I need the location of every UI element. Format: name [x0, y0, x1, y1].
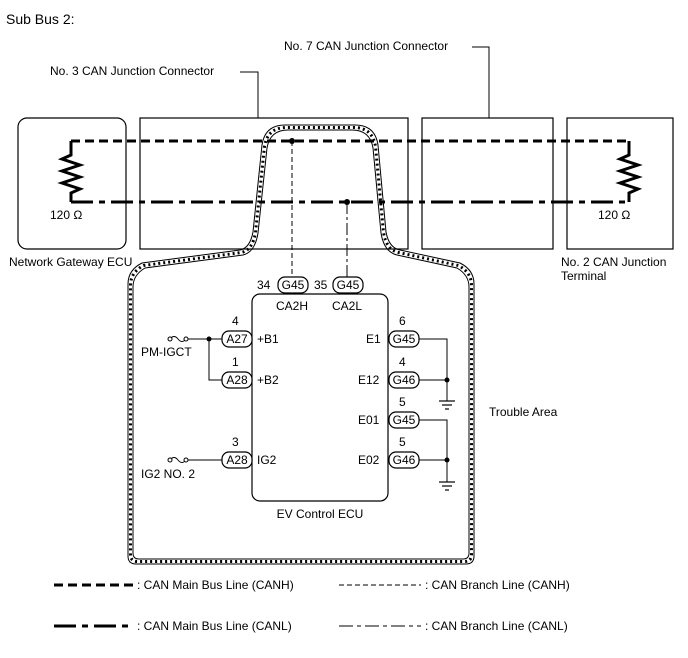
- legend-main-canl-label: : CAN Main Bus Line (CANL): [137, 619, 292, 633]
- pin-b1: A27 4 +B1: [221, 314, 279, 348]
- pin-name: CA2L: [332, 299, 362, 313]
- no2-junction-terminal-box: [566, 117, 674, 250]
- fuse-label-pm-igct: PM-IGCT: [141, 345, 192, 359]
- no2-junction-terminal-label-1: No. 2 CAN Junction: [561, 255, 666, 269]
- pin-connector-code: G45: [393, 413, 416, 427]
- pin-connector-code: G46: [393, 373, 416, 387]
- pin-e1: G45 6 E1: [366, 314, 420, 348]
- no7-leader-line: [472, 46, 490, 118]
- legend-branch-canl-label: : CAN Branch Line (CANL): [425, 619, 568, 633]
- no3-leader-line: [240, 71, 259, 118]
- pin-name: E02: [358, 453, 380, 467]
- pin-number: 34: [257, 278, 271, 292]
- fuse-pm-igct: [167, 336, 189, 342]
- pin-ca2l: G45 35 CA2L: [314, 276, 364, 313]
- pin-name: E1: [366, 332, 381, 346]
- pin-number: 4: [232, 314, 239, 328]
- wire-junction-dot: [206, 336, 212, 342]
- pin-e12: G46 4 E12: [358, 355, 420, 389]
- pin-connector-code: A28: [226, 373, 248, 387]
- ground-icon: [439, 481, 455, 491]
- diagram-title: Sub Bus 2:: [6, 11, 75, 27]
- pin-number: 35: [314, 278, 328, 292]
- pin-number: 5: [399, 395, 406, 409]
- pin-b2: A28 1 +B2: [221, 355, 279, 389]
- pin-connector-code: A28: [226, 453, 248, 467]
- trouble-area-label: Trouble Area: [489, 405, 558, 419]
- pin-connector-code: G45: [393, 332, 416, 346]
- pin-number: 6: [399, 314, 406, 328]
- network-gateway-ecu-label: Network Gateway ECU: [9, 255, 132, 269]
- pin-name: CA2H: [276, 299, 308, 313]
- pin-number: 4: [399, 355, 406, 369]
- ev-control-ecu-box: [251, 293, 389, 502]
- pin-connector-code: G46: [393, 453, 416, 467]
- legend-main-canh-label: : CAN Main Bus Line (CANH): [137, 578, 294, 592]
- pin-ca2h: G45 34 CA2H: [257, 276, 309, 313]
- pin-ig2: A28 3 IG2: [221, 435, 277, 469]
- pin-name: IG2: [257, 453, 277, 467]
- ground-wiring-upper: [419, 338, 450, 401]
- no3-connector-box: [139, 117, 409, 250]
- fuse-label-ig2-no2: IG2 NO. 2: [141, 467, 195, 481]
- ground-wiring-lower: [419, 419, 450, 482]
- pin-e02: G46 5 E02: [358, 435, 420, 469]
- fuse-ig2-no2: [167, 457, 189, 463]
- terminating-resistor-right: [615, 141, 643, 202]
- legend-branch-canh-label: : CAN Branch Line (CANH): [425, 578, 570, 592]
- pin-connector-code: G45: [282, 278, 305, 292]
- pin-name: +B2: [257, 373, 279, 387]
- resistor-right-label: 120 Ω: [598, 208, 630, 222]
- network-gateway-ecu-box: [17, 117, 127, 250]
- pin-name: E12: [358, 373, 380, 387]
- pin-number: 1: [232, 355, 239, 369]
- pin-connector-code: A27: [226, 332, 248, 346]
- ground-icon: [439, 400, 455, 410]
- no3-connector-label: No. 3 CAN Junction Connector: [50, 64, 214, 78]
- no7-connector-box: [421, 117, 554, 250]
- trouble-area-outline: [127, 124, 475, 565]
- ev-control-ecu-label: EV Control ECU: [277, 507, 364, 521]
- no7-connector-label: No. 7 CAN Junction Connector: [284, 39, 448, 53]
- pin-connector-code: G45: [337, 278, 360, 292]
- pin-number: 3: [232, 435, 239, 449]
- pin-name: E01: [358, 413, 380, 427]
- no2-junction-terminal-label-2: Terminal: [561, 269, 606, 283]
- resistor-left-label: 120 Ω: [50, 208, 82, 222]
- terminating-resistor-left: [57, 141, 85, 202]
- pin-number: 5: [399, 435, 406, 449]
- pin-name: +B1: [257, 332, 279, 346]
- wire-b2: [208, 339, 222, 381]
- legend: : CAN Main Bus Line (CANH) : CAN Branch …: [54, 578, 570, 633]
